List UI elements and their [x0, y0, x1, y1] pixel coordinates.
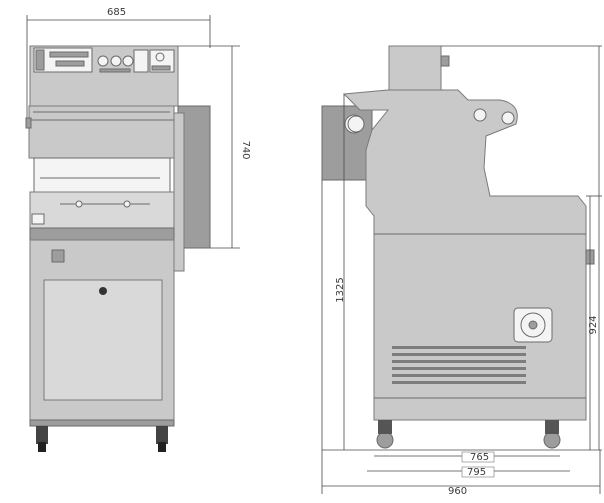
side-caster-front — [376, 431, 394, 449]
film-roller-front — [473, 108, 487, 122]
knob-labels — [99, 68, 131, 73]
side-rail — [173, 112, 185, 272]
side-caster-rear — [543, 431, 561, 449]
depth-795-dimension: 795 — [367, 466, 570, 478]
caster-wheel-right — [158, 442, 166, 452]
sealing-lid — [28, 105, 175, 159]
cabinet-door[interactable] — [43, 279, 163, 401]
display-strip — [49, 51, 89, 58]
front-height-label: 740 — [240, 140, 251, 159]
depth-795-label: 795 — [467, 467, 486, 478]
vent-grille — [392, 346, 526, 384]
front-width-label: 685 — [107, 7, 126, 18]
control-knob-3[interactable] — [122, 55, 134, 67]
control-knob-2[interactable] — [110, 55, 122, 67]
side-caster-mount-front — [378, 420, 392, 434]
control-gauge — [133, 49, 149, 73]
top-tower — [388, 45, 442, 93]
front-view: 685 740 — [25, 7, 251, 452]
brand-strip — [55, 60, 85, 67]
cabinet-height-dimension: 924 — [586, 195, 602, 450]
roll-holder — [347, 115, 365, 133]
front-height-dimension: 740 — [178, 45, 251, 249]
side-caster-mount-rear — [545, 420, 559, 434]
front-caster-left — [36, 426, 48, 444]
start-label — [151, 65, 171, 71]
cabinet-height-label: 924 — [588, 315, 599, 334]
film-roller-rear — [501, 111, 515, 125]
start-button[interactable] — [155, 52, 165, 62]
caster-wheel-left — [38, 442, 46, 452]
sealing-chamber — [33, 157, 171, 193]
overall-height-dimension: 1325 — [322, 45, 602, 451]
depth-960-label: 960 — [448, 486, 467, 497]
film-module — [321, 105, 373, 181]
lid-handle-left[interactable] — [25, 117, 32, 129]
tray-pin-left — [75, 200, 83, 208]
overall-height-label: 1325 — [335, 277, 346, 302]
panel-label-strip — [35, 49, 45, 71]
cabinet-base — [29, 419, 175, 427]
tray-carrier — [29, 191, 175, 231]
depth-765-dimension: 765 — [374, 451, 560, 463]
tower-fitting — [440, 55, 450, 67]
tray-bracket-left — [31, 213, 45, 225]
cooling-fan — [513, 307, 553, 343]
tray-pin-right — [123, 200, 131, 208]
front-caster-right — [156, 426, 168, 444]
front-width-dimension: 685 — [26, 7, 211, 120]
side-housing — [342, 89, 587, 421]
depth-960-dimension: 960 — [321, 180, 601, 497]
control-knob-1[interactable] — [97, 55, 109, 67]
side-view: 1325 924 765 795 960 — [321, 45, 602, 497]
depth-765-label: 765 — [470, 452, 489, 463]
power-switch[interactable] — [51, 249, 65, 263]
door-lock[interactable] — [99, 287, 107, 295]
carrier-base — [29, 227, 175, 241]
